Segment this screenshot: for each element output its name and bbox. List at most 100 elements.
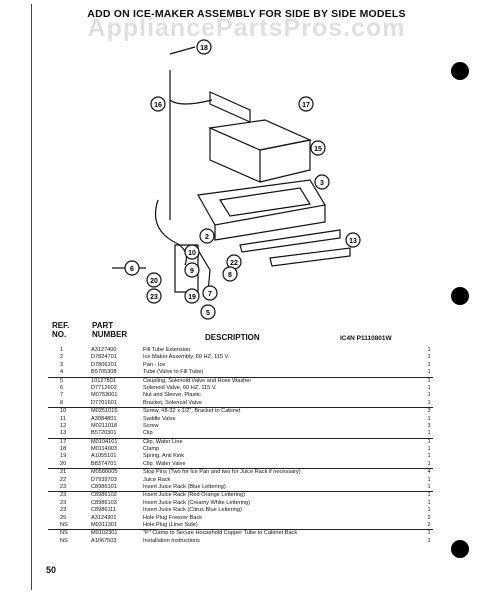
ref-cell: 11	[60, 415, 66, 422]
quantity-cell: 1	[427, 460, 431, 467]
quantity-cell: 1	[427, 537, 431, 544]
description-cell: Hole Plug (Liner Side)	[143, 521, 198, 528]
callout-label: 2	[205, 234, 209, 241]
ref-cell: 1	[60, 347, 64, 353]
page-border-line	[31, 4, 32, 590]
quantity-cell: 1	[427, 354, 431, 361]
part-number-cell: M0104101	[91, 438, 118, 445]
callout-label: 9	[190, 268, 194, 275]
part-number-cell: C8986102	[91, 492, 117, 499]
description-cell: Coupling, Solenoid Valve and Hose Washer	[143, 377, 252, 384]
quantity-cell: 1	[427, 446, 431, 453]
ref-cell: 12	[60, 422, 67, 429]
part-number-cell: D7824701	[91, 354, 117, 361]
ref-cell: 23	[60, 492, 67, 499]
part-number-cell: A3124301	[91, 514, 117, 521]
description-cell: Insert Juice Rack (Red Orange Lettering)	[143, 492, 245, 499]
ref-cell: 13	[60, 430, 67, 437]
description-cell: Insert Juice Rack (Creamy White Letterin…	[143, 499, 250, 506]
quantity-cell: 1	[427, 347, 431, 353]
quantity-cell: 2	[427, 521, 431, 528]
quantity-cell: 1	[427, 415, 431, 422]
part-number-cell: M0251015	[91, 408, 118, 415]
col-header-description: DESCRIPTION	[205, 333, 260, 342]
callout-label: 16	[154, 102, 162, 109]
callout-label: 8	[228, 272, 232, 279]
page-title: ADD ON ICE-MAKER ASSEMBLY FOR SIDE BY SI…	[87, 8, 406, 20]
quantity-cell: 1	[427, 484, 431, 491]
parts-row: 23 C8986102 Insert Juice Rack (Red Orange …	[48, 491, 433, 499]
quantity-cell: 1	[427, 392, 431, 399]
parts-row: NS M0311301 Hole Plug (Liner Side) 2	[48, 522, 433, 529]
ref-cell: NS	[60, 530, 68, 537]
part-number-cell: M0114003	[91, 446, 118, 453]
quantity-cell: 2	[427, 514, 431, 521]
parts-row: 5 10127801 Coupling, Solenoid Valve and Ho…	[48, 376, 433, 385]
part-number-cell: 10127801	[91, 377, 116, 384]
parts-row: 3 D7806201 Pan - Ice 1	[48, 362, 433, 369]
description-cell: Tube (Valve to Fill Tube)	[143, 369, 204, 376]
binder-hole-bottom	[451, 540, 469, 558]
callout-label: 7	[208, 291, 212, 298]
ref-cell: 7	[60, 392, 64, 399]
ref-cell: 4	[60, 369, 64, 376]
ref-cell: 23	[60, 484, 67, 491]
ref-cell: NS	[60, 521, 68, 528]
ref-cell: 8	[60, 399, 64, 406]
ref-cell: 17	[60, 438, 67, 445]
binder-hole-top	[451, 62, 469, 80]
description-cell: Clip, Water Line	[143, 438, 183, 445]
quantity-cell: 3	[427, 408, 431, 415]
description-cell: Ice Maker Assembly, 60 HZ, 115 V.	[143, 354, 230, 361]
quantity-cell: 3	[427, 422, 431, 429]
ref-cell: 20	[60, 460, 67, 467]
description-cell: Insert Juice Rack (Blue Lettering)	[143, 484, 226, 491]
callout-label: 22	[230, 260, 238, 267]
col-header-part: PART NUMBER	[92, 321, 128, 339]
ref-cell: 23	[60, 499, 67, 506]
part-number-cell: M0753001	[91, 392, 118, 399]
ref-cell: 5	[60, 377, 64, 384]
ref-cell: 3	[60, 361, 64, 368]
callout-label: 13	[349, 238, 357, 245]
part-number-cell: M0102301	[91, 530, 118, 537]
part-number-cell: M0580005	[91, 469, 118, 476]
callout-label: 15	[314, 146, 322, 153]
quantity-cell: 1	[427, 377, 431, 384]
part-number-cell: A1055101	[91, 453, 117, 460]
part-number-cell: D7806201	[91, 361, 117, 368]
part-number-cell: M0311301	[91, 521, 118, 528]
parts-row: 23 C8986103 Insert Juice Rack (Creamy Whit…	[48, 500, 433, 507]
description-cell: Screw, #8-32 x 1/2", Bracket to Cabinet	[143, 408, 241, 415]
quantity-cell: 1	[427, 499, 431, 506]
part-number-cell: B8374701	[91, 460, 117, 467]
description-cell: Solenoid Valve, 60 HZ, 115 V.	[143, 384, 217, 391]
callout-label: 23	[150, 294, 158, 301]
ref-cell: 18	[60, 446, 67, 453]
description-cell: Pan - Ice	[143, 361, 166, 368]
part-number-cell: D7701601	[91, 399, 117, 406]
part-number-cell: D7712602	[91, 384, 117, 391]
description-cell: Fill Tube Extension	[143, 347, 191, 353]
quantity-cell: 1	[427, 438, 431, 445]
part-number-cell: C8986103	[91, 499, 117, 506]
quantity-cell: 1	[427, 476, 431, 483]
ref-cell: 22	[60, 476, 67, 483]
quantity-cell: 1	[427, 361, 431, 368]
page-number: 50	[46, 565, 57, 575]
parts-row: 17 M0104101 Clip, Water Line 1	[48, 437, 433, 446]
watermark: AppliancePartsPros.com	[87, 14, 406, 42]
